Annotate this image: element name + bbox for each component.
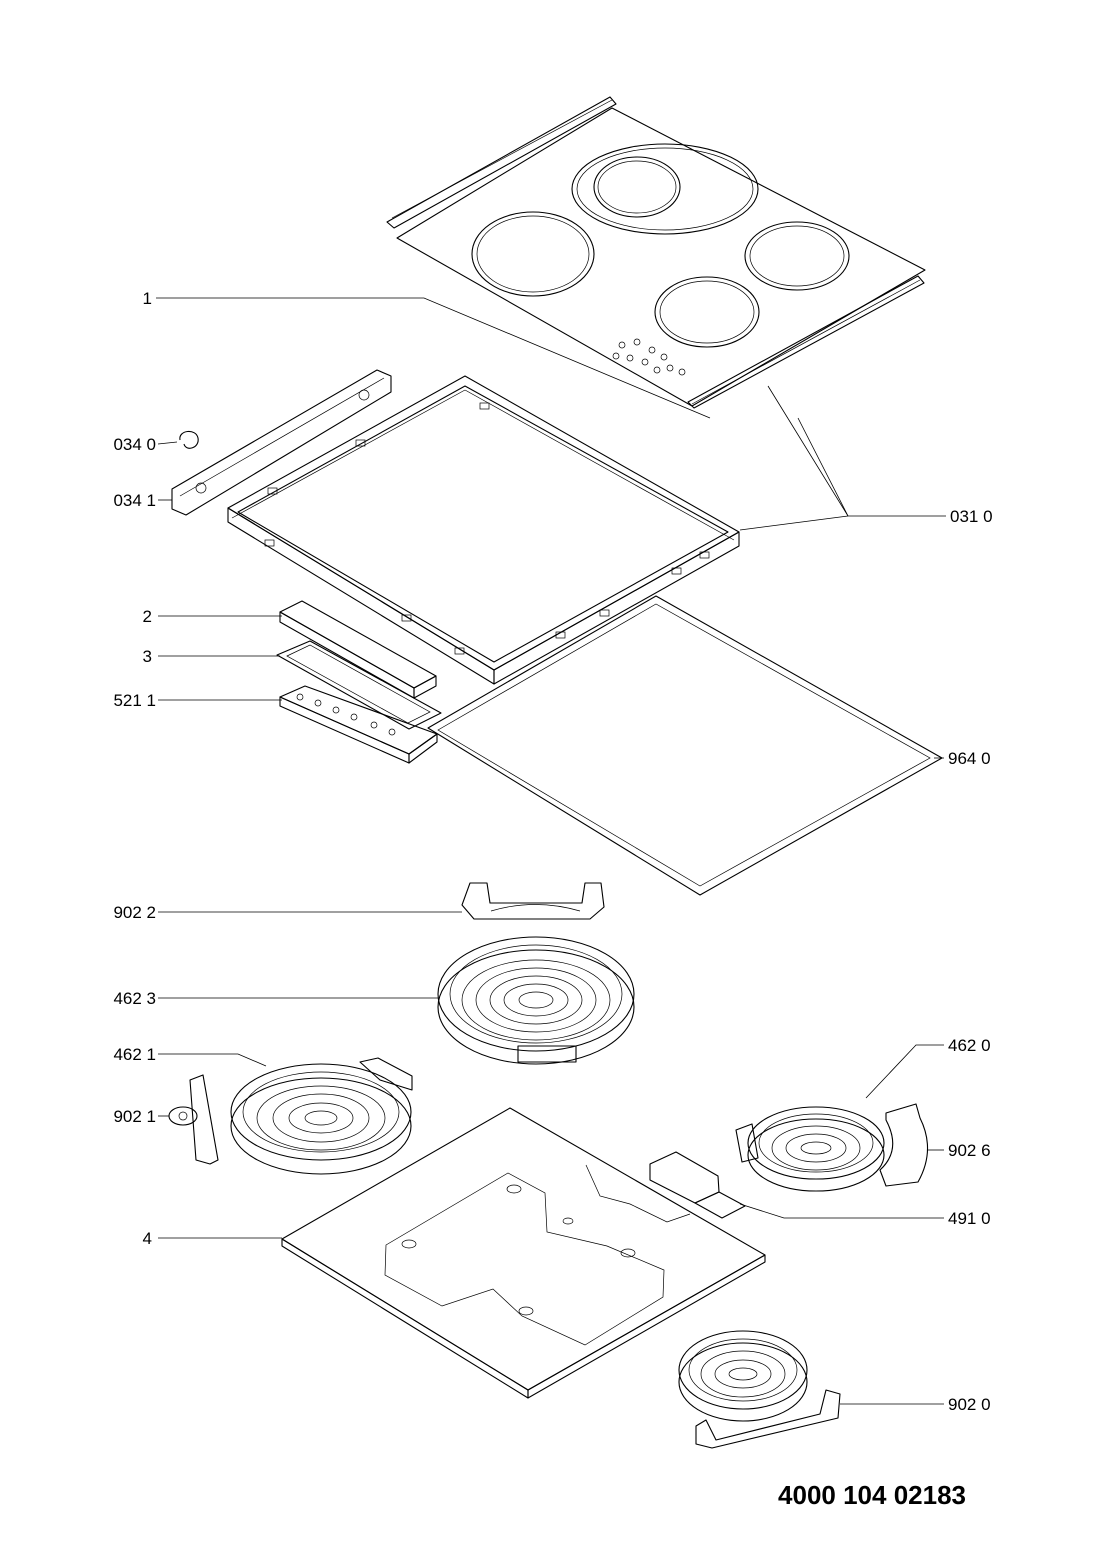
limiter-switch [649, 1151, 746, 1219]
zone-bracket-top [461, 882, 605, 920]
leader-lines [156, 297, 946, 1405]
hotplate-front [678, 1330, 808, 1422]
label-491-0: 491 0 [948, 1209, 991, 1228]
label-902-0: 902 0 [948, 1395, 991, 1414]
label-034-0: 034 0 [113, 435, 156, 454]
label-031-0: 031 0 [950, 507, 993, 526]
label-034-1: 034 1 [113, 491, 156, 510]
label-462-0: 462 0 [948, 1036, 991, 1055]
label-521-1: 521 1 [113, 691, 156, 710]
hotplate-left [230, 1057, 413, 1175]
control-bracket [279, 600, 437, 699]
zone-bracket-right [879, 1103, 929, 1187]
control-plate [276, 640, 442, 730]
label-964-0: 964 0 [948, 749, 991, 768]
label-1: 1 [143, 289, 152, 308]
label-902-2: 902 2 [113, 903, 156, 922]
side-bracket [171, 369, 392, 516]
document-number: 4000 104 02183 [778, 1480, 966, 1510]
base-plate [281, 1107, 766, 1399]
label-902-6: 902 6 [948, 1141, 991, 1160]
label-462-1: 462 1 [113, 1045, 156, 1064]
hotplate-right [735, 1106, 885, 1192]
spring-clip [179, 430, 199, 449]
label-902-1: 902 1 [113, 1107, 156, 1126]
zone-bracket-left [168, 1074, 219, 1165]
label-462-3: 462 3 [113, 989, 156, 1008]
label-2: 2 [143, 607, 152, 626]
zone-bracket-front [695, 1389, 841, 1449]
label-3: 3 [143, 647, 152, 666]
part-labels: 1 034 0 034 1 031 0 2 3 521 1 964 0 902 … [113, 289, 992, 1414]
label-4: 4 [143, 1229, 152, 1248]
gasket [427, 595, 943, 896]
support-frame [227, 375, 740, 685]
hotplate-large [437, 936, 635, 1065]
glass-ceramic-top [386, 96, 926, 409]
